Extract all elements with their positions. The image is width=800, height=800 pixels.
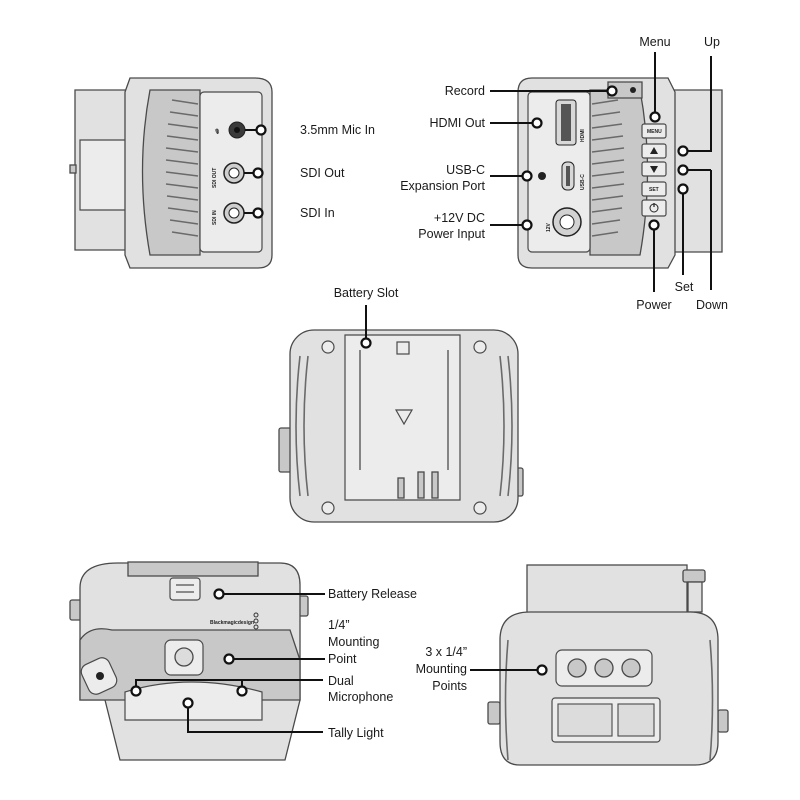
- label-power-input-line2: Power Input: [418, 227, 485, 241]
- microphone-icon: 🎙: [214, 128, 220, 135]
- hdmi-device-label: HDMI: [580, 129, 586, 142]
- label-mounts3-line3: Points: [432, 679, 467, 693]
- label-mic-line2: Microphone: [328, 690, 393, 704]
- callout-dot-battery-release: [213, 588, 225, 600]
- callout-dot-dc: [521, 219, 533, 231]
- mounting-hole-1: [567, 658, 587, 678]
- battery-slot: [344, 334, 461, 501]
- triangle-up-icon: [650, 147, 658, 154]
- dc-device-label: 12V: [546, 222, 552, 232]
- power-button: [641, 199, 667, 217]
- usbc-indicator: [538, 172, 546, 180]
- set-button: [641, 181, 667, 197]
- sdi-out-device-label: SDI OUT: [212, 168, 218, 188]
- callout-dot-sdi-in: [252, 207, 264, 219]
- screw-top-left: [321, 340, 335, 354]
- label-sdi-out: SDI Out: [300, 166, 345, 180]
- grip-fins-right: [591, 99, 625, 237]
- battery-contact-2: [417, 471, 425, 499]
- mounting-hole-2: [594, 658, 614, 678]
- callout-dot-tally: [182, 697, 194, 709]
- label-usbc-line2: Expansion Port: [400, 179, 485, 193]
- callout-dot-mic-right: [236, 685, 248, 697]
- triangle-down-icon: [650, 166, 658, 173]
- label-hdmi-out: HDMI Out: [429, 116, 485, 130]
- camera-rear-view: [278, 329, 524, 523]
- callout-dot-set: [677, 183, 689, 195]
- camera-bottom-view: [487, 564, 729, 766]
- menu-button: [641, 123, 667, 139]
- battery-latch: [396, 341, 410, 355]
- callout-dot-record: [606, 85, 618, 97]
- label-set: Set: [675, 280, 694, 294]
- label-up: Up: [704, 35, 720, 49]
- label-tally: Tally Light: [328, 726, 384, 740]
- side-nub: [69, 164, 77, 174]
- label-mounts3-line1: 3 x 1/4”: [425, 645, 467, 659]
- callout-dot-hdmi: [531, 117, 543, 129]
- set-button-label: SET: [649, 187, 659, 193]
- callout-dot-power: [648, 219, 660, 231]
- callout-dot-mounting-points: [536, 664, 548, 676]
- label-mounts3-line2: Mounting: [416, 662, 467, 676]
- screw-bottom-right: [473, 501, 487, 515]
- label-power: Power: [636, 298, 671, 312]
- label-menu: Menu: [639, 35, 670, 49]
- label-sdi-in: SDI In: [300, 206, 335, 220]
- label-mount-line2: Mounting: [328, 635, 379, 649]
- label-power-input-line1: +12V DC: [434, 211, 485, 225]
- side-latch: [79, 139, 133, 211]
- brand-logo-text: Blackmagicdesign: [210, 620, 254, 626]
- callout-dot-menu: [649, 111, 661, 123]
- callout-dot-down: [677, 164, 689, 176]
- triangle-down-icon: [394, 409, 414, 426]
- screw-top-right: [473, 340, 487, 354]
- label-battery-release: Battery Release: [328, 587, 417, 601]
- front-lens-area: [124, 681, 263, 721]
- battery-contact-3: [431, 471, 439, 499]
- label-mic-in: 3.5mm Mic In: [300, 123, 375, 137]
- label-mic-line1: Dual: [328, 674, 354, 688]
- menu-button-label: MENU: [647, 129, 662, 135]
- camera-side-view-right: HDMI USB-C 12V MENU SET: [517, 77, 723, 269]
- grip-fins: [165, 99, 199, 237]
- callout-dot-battery-slot: [360, 337, 372, 349]
- label-usbc-line1: USB-C: [446, 163, 485, 177]
- label-record: Record: [445, 84, 485, 98]
- bottom-top-tab: [682, 569, 706, 583]
- front-top-strip: [127, 561, 259, 577]
- bottom-side-nub-right: [717, 709, 729, 733]
- label-battery-slot: Battery Slot: [334, 286, 399, 300]
- battery-release-button: [169, 577, 201, 601]
- screw-bottom-left: [321, 501, 335, 515]
- camera-side-view-left: 🎙 SDI OUT SDI IN: [69, 77, 273, 269]
- callout-dot-mic-left: [130, 685, 142, 697]
- callout-dot-up: [677, 145, 689, 157]
- bottom-side-nub-left: [487, 701, 501, 725]
- callout-dot-mic-in: [255, 124, 267, 136]
- battery-contact-1: [397, 477, 405, 499]
- callout-dot-usbc: [521, 170, 533, 182]
- label-mount-line1: 1/4”: [328, 618, 350, 632]
- sdi-in-device-label: SDI IN: [212, 210, 218, 225]
- label-mount-line3: Point: [328, 652, 357, 666]
- callout-dot-mounting-point: [223, 653, 235, 665]
- mounting-hole-3: [621, 658, 641, 678]
- label-down: Down: [696, 298, 728, 312]
- usbc-device-label: USB-C: [580, 174, 586, 190]
- callout-dot-sdi-out: [252, 167, 264, 179]
